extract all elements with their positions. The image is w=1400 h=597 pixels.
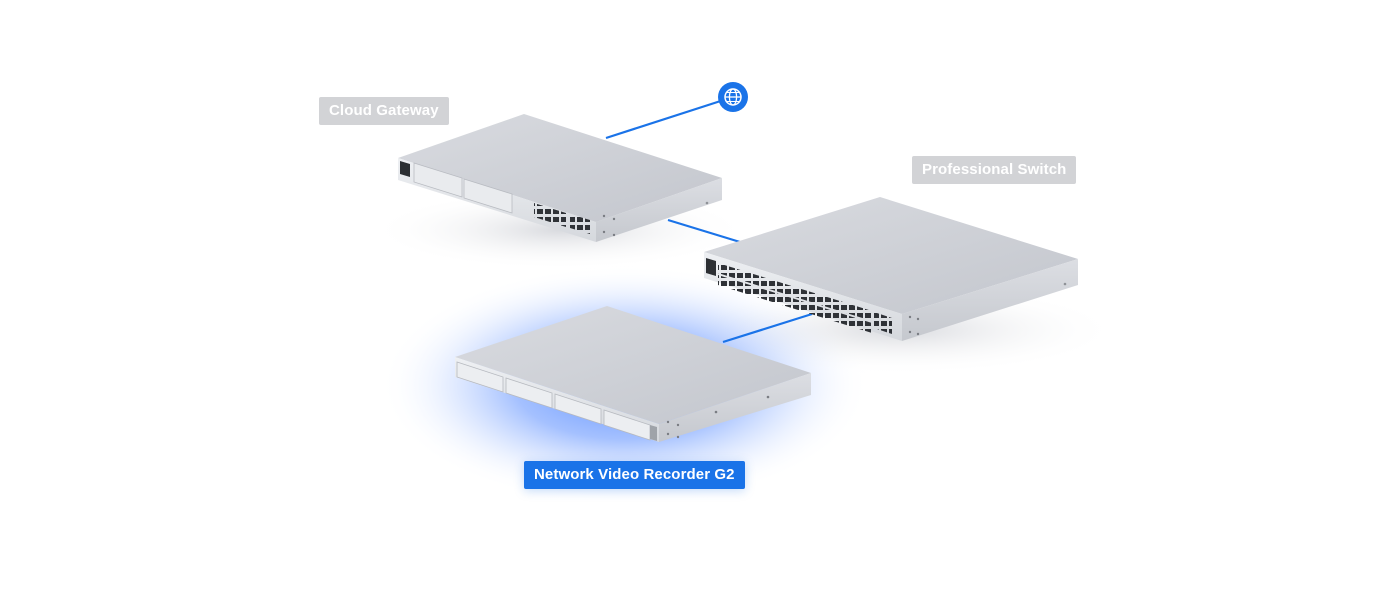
nvr-g2-label[interactable]: Network Video Recorder G2 bbox=[524, 461, 745, 489]
cloud-gateway-device[interactable] bbox=[398, 114, 722, 242]
cloud-gateway-label[interactable]: Cloud Gateway bbox=[319, 97, 449, 125]
nvr-g2-device[interactable] bbox=[455, 306, 811, 442]
globe-icon bbox=[718, 82, 748, 112]
link-internet-gateway bbox=[605, 95, 734, 140]
link-switch-nvr bbox=[722, 312, 813, 344]
professional-switch-device[interactable] bbox=[704, 197, 1078, 341]
link-gateway-switch bbox=[667, 218, 741, 244]
professional-switch-label[interactable]: Professional Switch bbox=[912, 156, 1077, 184]
